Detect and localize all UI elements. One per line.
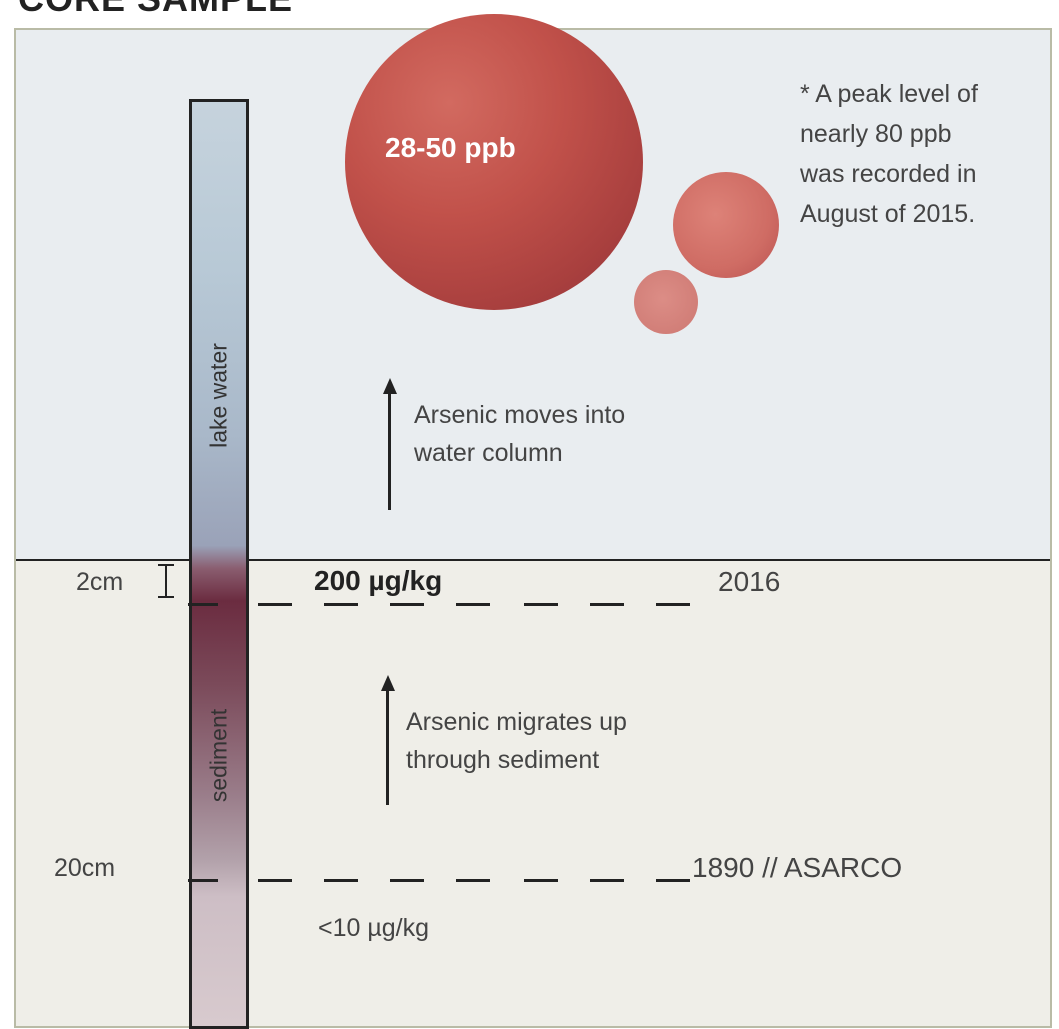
core-sample-column [189,99,249,1029]
core-label-sediment: sediment [205,708,232,803]
water-arrow-text-line-1: Arsenic moves into [414,401,626,429]
peak-note-line-1: * A peak level of [800,80,978,108]
dash [324,879,358,882]
dash [590,603,624,606]
depth-bracket-icon [165,565,167,597]
top-arsenic-value: 200 µg/kg [314,565,443,596]
peak-note-line-2: nearly 80 ppb [800,120,952,148]
sediment-arrow-shaft [386,689,389,805]
core-label-lake-water: lake water [205,343,232,448]
arsenic-circle-small [634,270,698,334]
dash [524,603,558,606]
bottom-year-label: 1890 // ASARCO [692,852,903,883]
top-year-label: 2016 [718,566,781,597]
dash [258,603,292,606]
dash [656,603,690,606]
dash [590,879,624,882]
sediment-region [16,560,1050,1026]
sediment-arrow-text-line-1: Arsenic migrates up [406,708,627,736]
arsenic-level-circle-large [345,14,643,310]
dash [524,879,558,882]
bottom-arsenic-value: <10 µg/kg [318,914,430,942]
dash [456,603,490,606]
sediment-arrow-text-line-2: through sediment [406,746,600,774]
dash [390,879,424,882]
arsenic-water-level: 28-50 ppb [385,132,516,163]
depth-label-2cm: 2cm [76,568,124,596]
arsenic-circle-medium [673,172,779,278]
dash [188,603,218,606]
dash [656,879,690,882]
peak-note-line-4: August of 2015. [800,200,976,228]
dash [324,603,358,606]
depth-bracket-cap-bottom [158,596,174,598]
dash [258,879,292,882]
dash [188,879,218,882]
up-arrow-icon [381,675,395,691]
water-arrow-text-line-2: water column [414,439,563,467]
up-arrow-icon [383,378,397,394]
depth-label-20cm: 20cm [54,854,116,882]
water-arrow-shaft [388,392,391,510]
depth-bracket-cap-top [158,564,174,566]
dash [456,879,490,882]
page-title: CORE SAMPLE [18,0,293,20]
dash [390,603,424,606]
peak-note-line-3: was recorded in [800,160,977,188]
sediment-surface-line [16,559,1050,561]
